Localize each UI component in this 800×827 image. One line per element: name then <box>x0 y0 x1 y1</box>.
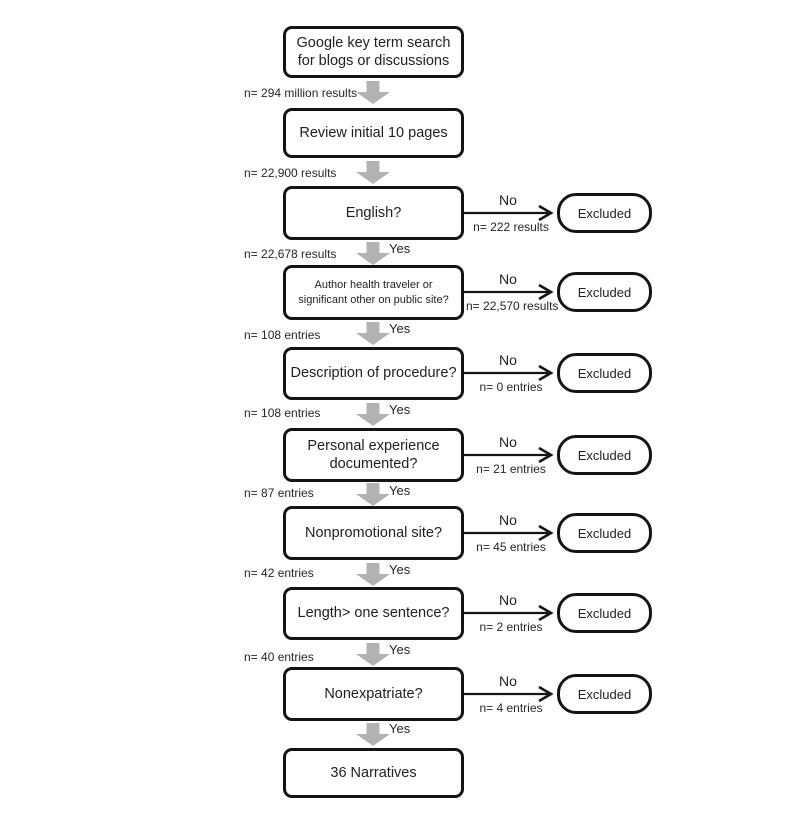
node-label: Google key term search for blogs or disc… <box>296 34 451 69</box>
no-label: No <box>499 434 517 450</box>
yes-label: Yes <box>389 721 411 736</box>
excluded-node: Excluded <box>557 593 652 633</box>
excluded-count-label: n= 222 results <box>473 220 549 234</box>
no-label: No <box>499 673 517 689</box>
no-connector-arrow-icon <box>463 446 554 464</box>
excluded-count-label: n= 22,570 results <box>466 299 559 313</box>
flowchart-node-search: Google key term search for blogs or disc… <box>283 26 464 78</box>
yes-label: Yes <box>389 402 411 417</box>
node-label: Review initial 10 pages <box>299 124 448 141</box>
excluded-node: Excluded <box>557 674 652 714</box>
node-label: Author health traveler or significant ot… <box>298 278 449 306</box>
excluded-count-label: n= 2 entries <box>479 620 543 634</box>
no-connector-arrow-icon <box>463 685 554 703</box>
count-label: n= 22,900 results <box>244 166 337 180</box>
down-arrow-icon <box>356 322 390 345</box>
down-arrow-icon <box>356 242 390 265</box>
node-label: English? <box>345 204 402 221</box>
flowchart-node-nonexpatriate: Nonexpatriate? <box>283 667 464 721</box>
down-arrow-icon <box>356 483 390 506</box>
count-label: n= 40 entries <box>244 650 314 664</box>
excluded-label: Excluded <box>577 447 632 463</box>
no-label: No <box>499 271 517 287</box>
excluded-label: Excluded <box>577 365 632 381</box>
node-label: Description of procedure? <box>290 365 457 382</box>
down-arrow-icon <box>356 563 390 586</box>
down-arrow-icon <box>356 643 390 666</box>
count-label: n= 108 entries <box>244 406 321 420</box>
node-label: Length> one sentence? <box>297 605 450 622</box>
down-arrow-icon <box>356 161 390 184</box>
excluded-node: Excluded <box>557 353 652 393</box>
excluded-count-label: n= 21 entries <box>476 462 546 476</box>
no-connector-arrow-icon <box>463 524 554 542</box>
excluded-count-label: n= 0 entries <box>479 380 543 394</box>
flowchart-node-author: Author health traveler or significant ot… <box>283 265 464 320</box>
no-connector-arrow-icon <box>463 283 554 301</box>
excluded-label: Excluded <box>577 525 632 541</box>
node-label: Personal experience documented? <box>307 437 440 472</box>
no-label: No <box>499 592 517 608</box>
no-label: No <box>499 192 517 208</box>
excluded-node: Excluded <box>557 272 652 312</box>
yes-label: Yes <box>389 483 411 498</box>
count-label: n= 22,678 results <box>244 247 337 261</box>
node-label: 36 Narratives <box>330 764 417 781</box>
excluded-label: Excluded <box>577 686 632 702</box>
count-label: n= 108 entries <box>244 328 321 342</box>
excluded-count-label: n= 45 entries <box>476 540 546 554</box>
excluded-count-label: n= 4 entries <box>479 701 543 715</box>
excluded-label: Excluded <box>577 605 632 621</box>
flowchart-node-review: Review initial 10 pages <box>283 108 464 158</box>
flowchart-node-length: Length> one sentence? <box>283 587 464 640</box>
yes-label: Yes <box>389 642 411 657</box>
count-label: n= 87 entries <box>244 486 314 500</box>
yes-label: Yes <box>389 241 411 256</box>
flowchart-node-personal: Personal experience documented? <box>283 428 464 482</box>
excluded-node: Excluded <box>557 193 652 233</box>
count-label: n= 42 entries <box>244 566 314 580</box>
excluded-node: Excluded <box>557 513 652 553</box>
down-arrow-icon <box>356 403 390 426</box>
excluded-label: Excluded <box>577 284 632 300</box>
flowchart-node-english: English? <box>283 186 464 240</box>
node-label: Nonpromotional site? <box>304 524 443 541</box>
flowchart-node-nonpromotional: Nonpromotional site? <box>283 506 464 560</box>
down-arrow-icon <box>356 723 390 746</box>
no-connector-arrow-icon <box>463 204 554 222</box>
excluded-node: Excluded <box>557 435 652 475</box>
yes-label: Yes <box>389 321 411 336</box>
yes-label: Yes <box>389 562 411 577</box>
no-label: No <box>499 352 517 368</box>
flowchart-node-description: Description of procedure? <box>283 347 464 400</box>
flowchart-node-narratives: 36 Narratives <box>283 748 464 798</box>
down-arrow-icon <box>356 81 390 104</box>
node-label: Nonexpatriate? <box>324 685 423 702</box>
count-label: n= 294 million results <box>244 86 358 100</box>
excluded-label: Excluded <box>577 205 632 221</box>
no-label: No <box>499 512 517 528</box>
no-connector-arrow-icon <box>463 364 554 382</box>
no-connector-arrow-icon <box>463 604 554 622</box>
